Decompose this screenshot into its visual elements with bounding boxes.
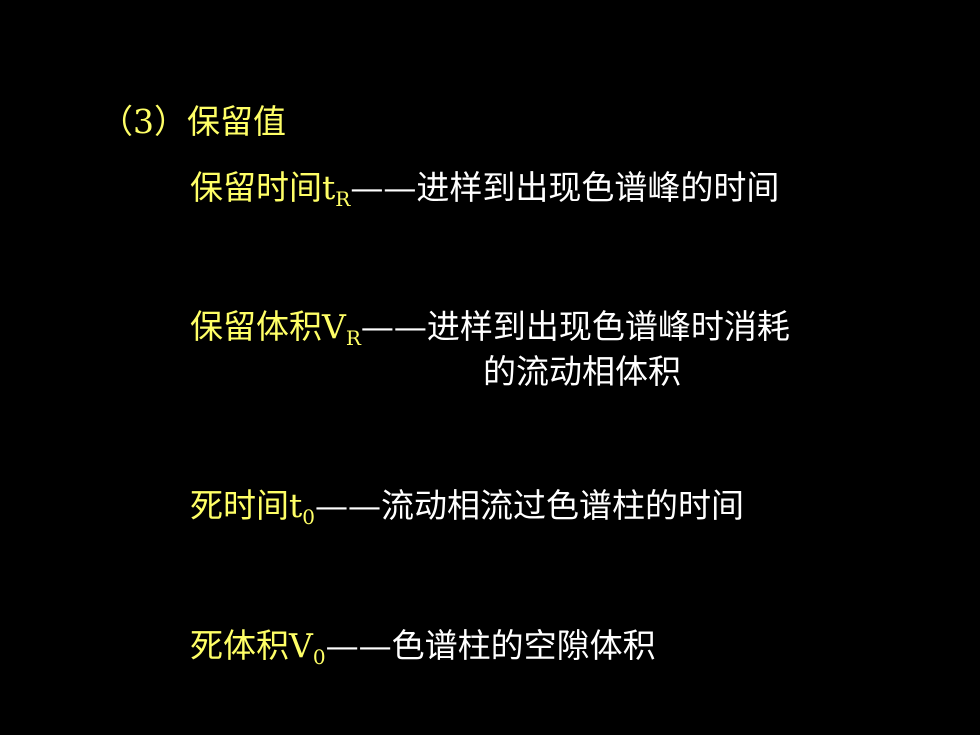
dash: —— xyxy=(325,626,392,665)
term-text: 保留体积V xyxy=(190,307,346,346)
dash: —— xyxy=(315,486,381,525)
term-subscript: R xyxy=(335,187,351,211)
definition-dead-time: 流动相流过色谱柱的时间 xyxy=(381,486,744,525)
retention-volume-line: 保留体积VR——进样到出现色谱峰时消耗 xyxy=(190,305,790,349)
term-text: 死时间t xyxy=(190,486,303,525)
term-subscript: 0 xyxy=(302,505,315,529)
dead-volume-line: 死体积V0——色谱柱的空隙体积 xyxy=(190,624,656,668)
dash: —— xyxy=(360,307,427,346)
term-dead-time: 死时间t0 xyxy=(190,486,315,527)
term-subscript: 0 xyxy=(312,645,326,669)
term-text: 死体积V xyxy=(190,626,313,665)
definition-retention-time: 进样到出现色谱峰的时间 xyxy=(416,168,780,207)
term-text: 保留时间t xyxy=(190,168,336,207)
term-dead-volume: 死体积V0 xyxy=(190,626,326,667)
definition-dead-volume: 色谱柱的空隙体积 xyxy=(391,626,656,665)
dead-time-line: 死时间t0——流动相流过色谱柱的时间 xyxy=(190,484,744,528)
term-subscript: R xyxy=(345,326,361,350)
definition-retention-volume-continued: 的流动相体积 xyxy=(483,352,681,391)
dash: —— xyxy=(350,168,417,207)
definition-retention-volume: 进样到出现色谱峰时消耗 xyxy=(426,307,790,346)
term-retention-volume: 保留体积VR xyxy=(190,307,361,348)
term-retention-time: 保留时间tR xyxy=(190,168,350,209)
slide-heading: （3）保留值 xyxy=(100,102,286,141)
retention-time-line: 保留时间tR——进样到出现色谱峰的时间 xyxy=(190,166,779,210)
